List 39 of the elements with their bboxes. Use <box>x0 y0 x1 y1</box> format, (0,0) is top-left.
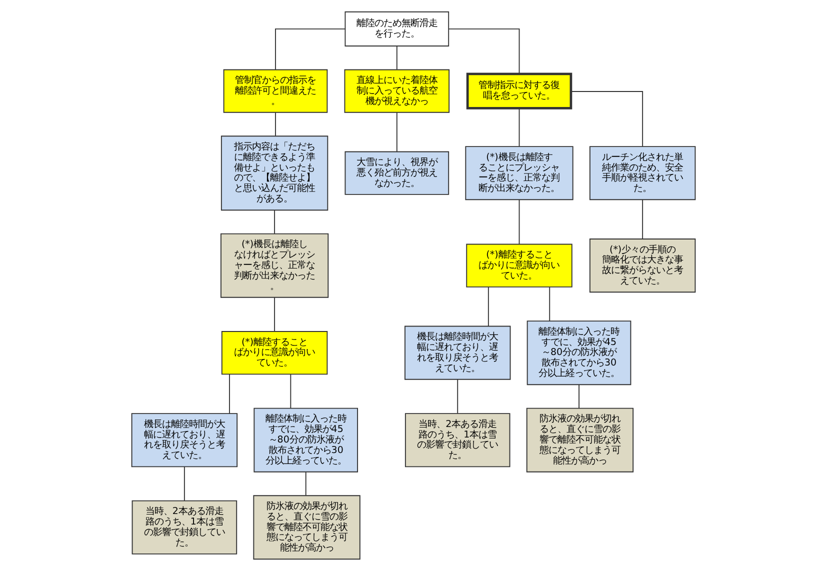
node-box: 管制官からの指示を離陸許可と間違えた。 <box>223 69 328 113</box>
node-box: (*)機長は離陸しなければとプレッシャーを感じ、正常な判断が出来なかった。 <box>220 233 329 298</box>
node-box: 大雪により、視界が悪く殆ど前方が視えなかった。 <box>344 151 450 195</box>
connector <box>229 374 230 414</box>
connector <box>642 199 644 240</box>
connector <box>275 112 276 136</box>
connector <box>184 466 185 502</box>
connector <box>488 286 489 327</box>
node-box: 機長は離陸時間が大幅に遅れており、遅れを取り戻そうと考えていた。 <box>404 326 511 380</box>
connector <box>396 112 398 152</box>
connector <box>570 91 644 147</box>
node-box: (*)機長は離陸することにプレッシャーを感じ、正常な判断が出来なかった。 <box>465 146 574 200</box>
node-box: 防氷液の効果が切れると、直ぐに雪の影響で離陸不可能な状態になってしまう可能性が高かっ <box>253 495 360 560</box>
connector <box>274 210 276 234</box>
connector <box>305 472 306 496</box>
connector <box>448 28 520 74</box>
node-box: 機長は離陸時間が大幅に遅れており、遅れを取り戻そうと考えていた。 <box>131 413 238 468</box>
connector <box>275 28 346 70</box>
connector <box>578 384 580 409</box>
node-box: (*)離陸することばかりに意識が向いていた。 <box>221 331 328 375</box>
node-box: 防氷液の効果が切れると、直ぐに雪の影響で離陸不可能な状態になってしまう可能性が高かっ <box>526 408 634 472</box>
connector <box>457 379 458 414</box>
connector <box>549 286 550 322</box>
connector <box>290 374 292 409</box>
node-box: 離陸体制に入った時すでに、効果が45～80分の防氷液が散布されてから30分以上経っていた。 <box>526 320 632 386</box>
node-box: (*)離陸することばかりに意識が向いていた。 <box>466 244 572 288</box>
node-box: 指示内容は「ただちに離陸できるよう準備せよ」といったもので、【離陸せよ】と思い込んだ可能性がある。 <box>220 136 328 211</box>
node-box: (*)少々の手順の簡略化では大きな事故に繋がらないと考えていた。 <box>589 238 696 293</box>
node-box: 離陸のため無断滑走を行った。 <box>344 11 450 46</box>
node-box: 離陸体制に入った時すでに、効果が45～80分の防氷液が散布されてから30分以上経っていた。 <box>254 408 358 472</box>
connector <box>396 46 398 70</box>
connector <box>518 199 520 245</box>
connector <box>518 108 520 147</box>
connector <box>274 297 276 332</box>
node-box: 当時、2本ある滑走路のうち、1本は雪の影響で封鎖していた。 <box>132 500 238 554</box>
node-box: 管制指示に対する復唱を怠っていた。 <box>466 72 572 110</box>
node-box: 直線上にいた着陸体制に入っている航空機が視えなかっ <box>344 69 450 113</box>
node-box: ルーチン化された単純作業のため、安全手順が軽視されていた。 <box>589 146 696 200</box>
node-box: 当時、2本ある滑走路のうち、1本は雪の影響で封鎖していた。 <box>404 413 510 468</box>
